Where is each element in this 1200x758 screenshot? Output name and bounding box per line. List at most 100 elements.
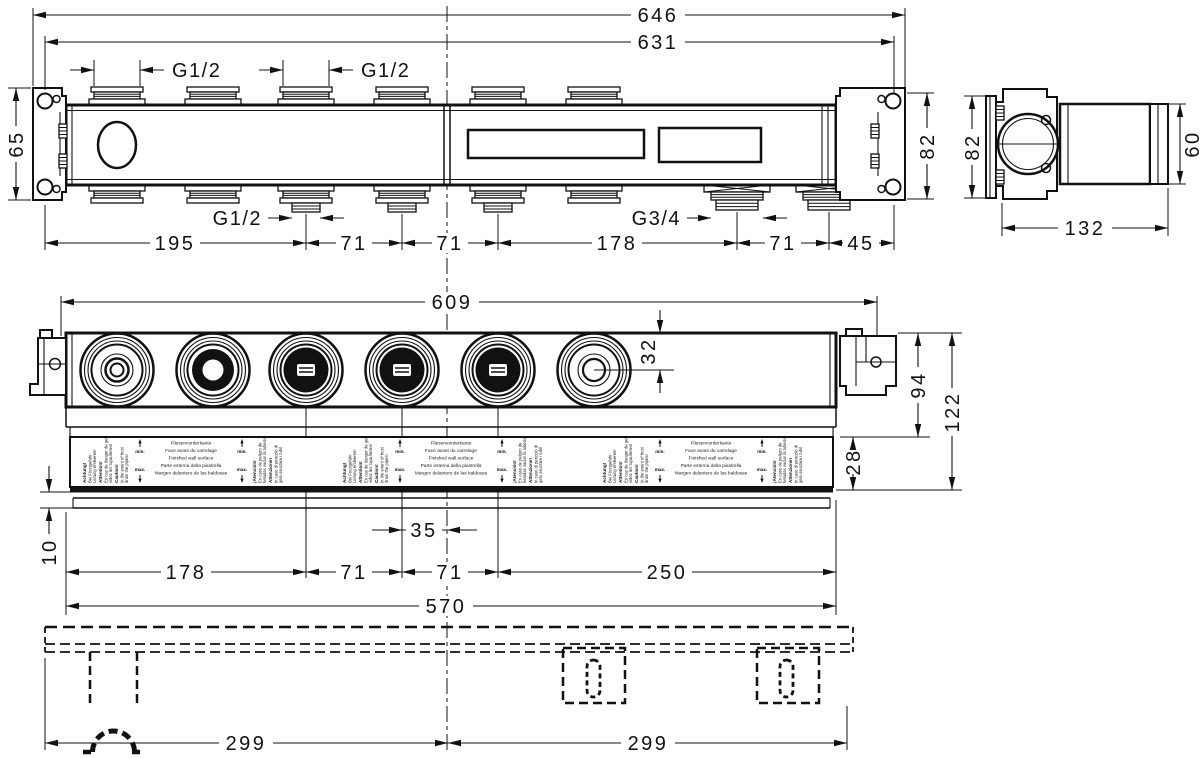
svg-text:gelo svuotare i tubi!: gelo svuotare i tubi! xyxy=(278,447,283,483)
warning-strip xyxy=(69,436,834,488)
valve-body-plan xyxy=(64,86,863,212)
svg-text:Margen delantero de las baldos: Margen delantero de las baldosas xyxy=(675,471,748,477)
svg-text:drain the pipes!: drain the pipes! xyxy=(644,454,649,483)
port-valve-3 xyxy=(460,332,536,408)
svg-text:Attenzione!: Attenzione! xyxy=(788,458,793,483)
svg-text:drain the pipes!: drain the pipes! xyxy=(124,454,129,483)
svg-text:Parte esterna della piastrella: Parte esterna della piastrella xyxy=(681,463,742,469)
thread-label-g34: G3/4 xyxy=(632,208,681,230)
dim-label-178: 178 xyxy=(597,233,638,255)
min-max-left: min. max. xyxy=(395,439,405,483)
dim-label-570: 570 xyxy=(426,596,467,618)
dim-label-646: 646 xyxy=(638,5,679,27)
dim-total-width: 646 xyxy=(32,5,906,88)
thread-label-g12-bottom: G1/2 xyxy=(213,208,262,230)
function-window-2 xyxy=(657,126,763,164)
svg-text:Leitung entleeren!: Leitung entleeren! xyxy=(92,449,97,483)
min-max-right: min. max. xyxy=(497,439,507,483)
svg-text:Finished wall surface: Finished wall surface xyxy=(169,456,214,462)
min-max-left: min. max. xyxy=(655,439,665,483)
front-bracket-right xyxy=(839,328,897,396)
dim-body-height-plan: 82 xyxy=(907,92,939,200)
dim-label-122: 122 xyxy=(942,392,964,433)
fixing-box-hidden-2 xyxy=(755,646,821,705)
svg-text:Caution!: Caution! xyxy=(114,464,119,483)
svg-text:¡Atención!: ¡Atención! xyxy=(252,460,257,483)
svg-text:gelo svuotare i tubi!: gelo svuotare i tubi! xyxy=(538,447,543,483)
fixing-box-hidden-1 xyxy=(561,646,627,705)
svg-text:En caso de peligro de: En caso de peligro de xyxy=(777,442,782,483)
svg-text:max.: max. xyxy=(655,467,665,472)
dim-label-71-front-a: 71 xyxy=(340,562,367,584)
svg-text:Margen delantero de las baldos: Margen delantero de las baldosas xyxy=(415,471,488,477)
svg-text:max.: max. xyxy=(497,467,507,472)
dim-label-609: 609 xyxy=(432,292,473,314)
svg-text:Achtung!: Achtung! xyxy=(602,462,607,483)
dim-label-132: 132 xyxy=(1065,218,1106,240)
front-bracket-left xyxy=(29,329,67,396)
svg-text:Margen delantero de las baldos: Margen delantero de las baldosas xyxy=(155,471,228,477)
svg-text:Attenzione!: Attenzione! xyxy=(268,458,273,483)
svg-text:Face avant du carrelage: Face avant du carrelage xyxy=(425,448,477,454)
dim-label-71-front-b: 71 xyxy=(436,562,463,584)
svg-text:Achtung!: Achtung! xyxy=(342,462,347,483)
mounting-bracket-left xyxy=(32,87,68,201)
svg-text:videz les tuyauteries!: videz les tuyauteries! xyxy=(108,444,113,483)
dim-299-pair: 299 299 xyxy=(44,658,848,755)
dim-flange-10: 10 xyxy=(39,466,73,566)
function-window-1 xyxy=(466,128,646,160)
svg-text:videz les tuyauteries!: videz les tuyauteries! xyxy=(628,444,633,483)
port-valve-2 xyxy=(364,332,440,408)
dim-total-height-122: 122 xyxy=(836,333,964,491)
svg-text:min.: min. xyxy=(135,449,144,454)
port-thermostat xyxy=(79,332,155,408)
svg-text:Fliesenvorderkante: Fliesenvorderkante xyxy=(171,441,212,447)
min-max-right: min. max. xyxy=(757,439,767,483)
svg-text:Bei Frostgefahr: Bei Frostgefahr xyxy=(347,454,352,483)
thermostat-bore xyxy=(96,120,138,170)
svg-text:max.: max. xyxy=(395,467,405,472)
mounting-bracket-right xyxy=(835,87,906,201)
dim-port-depth-32: 32 xyxy=(594,310,674,393)
dim-label-32: 32 xyxy=(638,337,660,364)
svg-text:Face avant du carrelage: Face avant du carrelage xyxy=(165,448,217,454)
dim-label-94: 94 xyxy=(908,371,930,398)
dim-label-71b: 71 xyxy=(436,233,463,255)
svg-text:max.: max. xyxy=(237,467,247,472)
svg-text:¡Atención!: ¡Atención! xyxy=(512,460,517,483)
min-max-left: min. max. xyxy=(135,439,145,483)
svg-text:En cas de danger de gel: En cas de danger de gel xyxy=(103,438,108,483)
svg-text:max.: max. xyxy=(757,467,767,472)
thread-callout-g12-top-2: G1/2 xyxy=(259,60,409,86)
svg-text:videz les tuyauteries!: videz les tuyauteries! xyxy=(368,444,373,483)
svg-text:min.: min. xyxy=(237,449,246,454)
dim-chain-front: 178 71 71 250 xyxy=(65,500,837,615)
top-view: 646 631 G1/2 G1/2 G1/2 xyxy=(6,5,939,255)
svg-text:heladas vaciar la tubería!: heladas vaciar la tubería! xyxy=(522,436,527,483)
dim-label-299-right: 299 xyxy=(628,733,669,755)
port-ring-seal xyxy=(175,332,251,408)
dim-width-609: 609 xyxy=(60,292,878,356)
bottom-view: 299 299 xyxy=(44,625,854,755)
bracket-profile xyxy=(985,88,1060,200)
dim-tile-zone-28: 28 xyxy=(843,437,865,490)
svg-text:Parte esterna della piastrella: Parte esterna della piastrella xyxy=(161,463,222,469)
svg-text:heladas vaciar la tubería!: heladas vaciar la tubería! xyxy=(782,436,787,483)
svg-text:Caution!: Caution! xyxy=(374,464,379,483)
svg-text:Fliesenvorderkante: Fliesenvorderkante xyxy=(431,441,472,447)
dim-label-82-side: 82 xyxy=(962,133,984,160)
pipe-clip-hidden xyxy=(83,652,144,755)
dim-label-250: 250 xyxy=(647,562,688,584)
g34-outlet-port xyxy=(703,184,771,211)
dim-bracket-height: 65 xyxy=(6,87,31,201)
svg-text:En cas de danger de gel: En cas de danger de gel xyxy=(363,438,368,483)
dim-depth-132: 132 xyxy=(1001,188,1169,240)
dim-upper-height-94: 94 xyxy=(840,332,962,438)
svg-text:Bei Frostgefahr: Bei Frostgefahr xyxy=(87,454,92,483)
svg-text:Finished wall surface: Finished wall surface xyxy=(429,456,474,462)
dim-height-82-side: 82 xyxy=(962,95,986,199)
